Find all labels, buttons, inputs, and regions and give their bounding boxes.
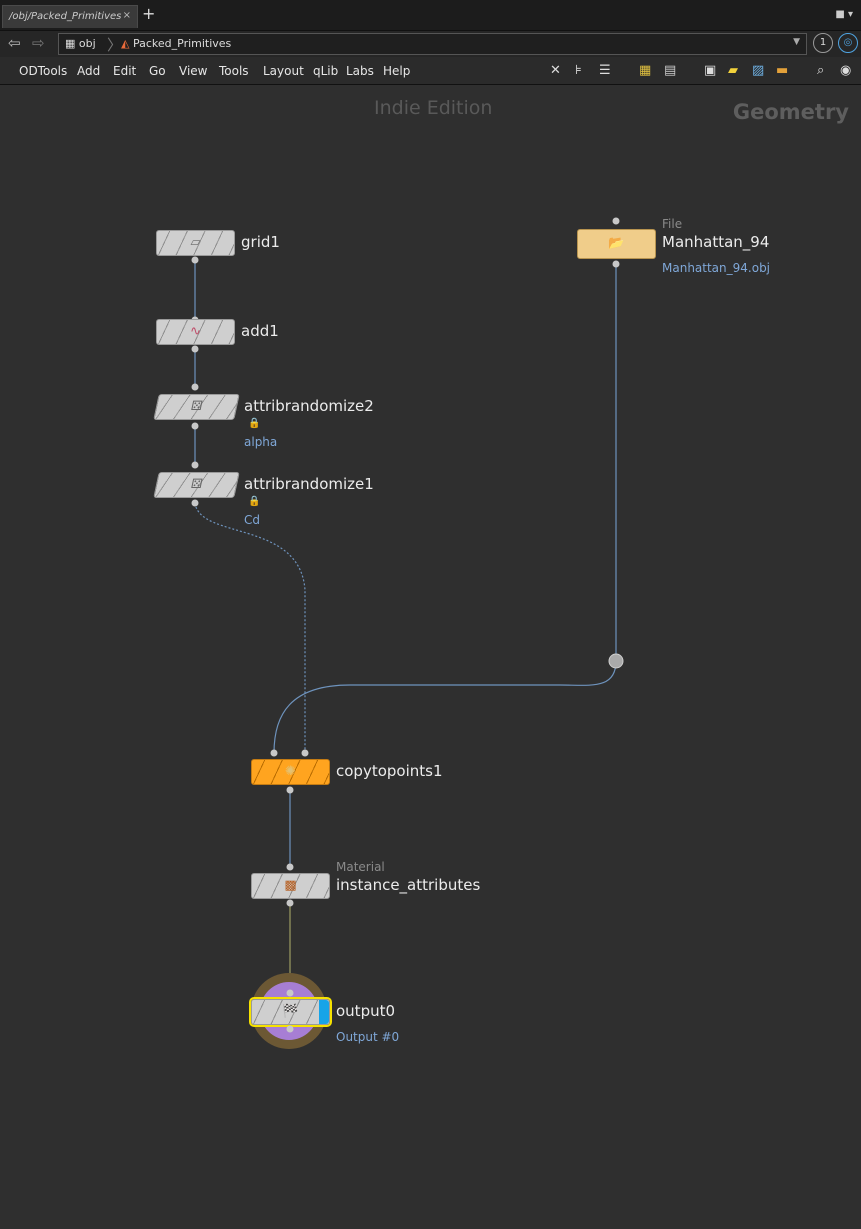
node-label: output0 — [336, 1002, 396, 1020]
node-output0[interactable]: 🏁 — [249, 997, 332, 1027]
display-flag[interactable] — [319, 1000, 329, 1024]
output-connector[interactable] — [191, 256, 199, 264]
wire-attribrandomize1-copytopoints1[interactable] — [194, 502, 306, 753]
node-attribrandomize2[interactable]: ⚄ — [153, 394, 240, 420]
node-comment: Output #0 — [336, 1030, 400, 1044]
list-view-icon[interactable]: ☰ — [599, 63, 611, 78]
output-connector[interactable] — [191, 422, 199, 430]
network-tab[interactable]: /obj/Packed_Primitives × — [2, 5, 138, 28]
node-label: instance_attributes — [336, 876, 481, 894]
output-connector[interactable] — [286, 899, 294, 907]
tab-bar: /obj/Packed_Primitives × + ■ ▾ — [0, 0, 861, 30]
node-comment: Cd — [244, 513, 260, 527]
randomize-icon: ⚄ — [189, 399, 204, 414]
input-connector[interactable] — [612, 217, 620, 225]
checkered-flag-icon: 🏁 — [282, 1004, 299, 1019]
edition-watermark: Indie Edition — [374, 97, 493, 119]
node-grid1[interactable]: ⏥ — [156, 230, 235, 256]
curve-icon: ∿ — [190, 324, 201, 339]
menu-qlib[interactable]: qLib — [313, 64, 339, 78]
menu-go[interactable]: Go — [149, 64, 166, 78]
wire-dot-copytopoints1[interactable] — [273, 660, 617, 754]
subnet-icon[interactable]: ▬ — [776, 63, 789, 78]
menu-tools[interactable]: Tools — [219, 64, 249, 78]
node-label: add1 — [241, 322, 279, 340]
tab-title: /obj/Packed_Primitives — [9, 11, 122, 22]
menu-add[interactable]: Add — [77, 64, 101, 78]
node-type-label: File — [662, 217, 683, 231]
breadcrumb-separator-icon: 〉 — [107, 36, 123, 54]
back-arrow-icon[interactable]: ⇦ — [8, 34, 21, 52]
node-type-label: Material — [336, 860, 385, 874]
breadcrumb-obj[interactable]: ▦ obj — [65, 37, 96, 50]
node-label: Manhattan_94 — [662, 233, 770, 251]
shape-palette-icon[interactable]: ▤ — [664, 63, 677, 78]
menu-help[interactable]: Help — [383, 64, 411, 78]
breadcrumb-current[interactable]: ◭ Packed_Primitives — [121, 37, 232, 50]
tree-view-icon[interactable]: ⊧ — [575, 63, 582, 78]
output-connector[interactable] — [191, 499, 199, 507]
image-icon[interactable]: ▨ — [752, 63, 765, 78]
node-label: copytopoints1 — [336, 762, 443, 780]
node-comment: Manhattan_94.obj — [662, 261, 771, 275]
color-palette-icon[interactable]: ▦ — [639, 63, 652, 78]
node-add1[interactable]: ∿ — [156, 319, 235, 345]
forward-arrow-icon[interactable]: ⇨ — [32, 34, 45, 52]
path-field[interactable]: ▦ obj 〉 ◭ Packed_Primitives ▼ — [58, 33, 807, 55]
pin-button[interactable]: 1 — [813, 33, 833, 53]
randomize-icon: ⚄ — [189, 477, 204, 492]
output-connector[interactable] — [191, 345, 199, 353]
input-connector[interactable] — [191, 461, 199, 469]
wire-dot[interactable] — [608, 653, 624, 669]
output-connector[interactable] — [612, 260, 620, 268]
menu-layout[interactable]: Layout — [263, 64, 304, 78]
node-label: grid1 — [241, 233, 280, 251]
input-connector[interactable] — [270, 749, 278, 757]
eye-icon[interactable]: ◉ — [840, 63, 852, 78]
add-tab-button[interactable]: + — [142, 4, 156, 23]
tools-icon[interactable]: ✕ — [550, 63, 561, 78]
lock-icon: 🔒 — [248, 418, 261, 429]
node-label: attribrandomize1 — [244, 475, 374, 493]
node-manhattan-94[interactable]: 📂 — [577, 229, 656, 259]
input-connector[interactable] — [191, 383, 199, 391]
menu-labs[interactable]: Labs — [346, 64, 374, 78]
material-icon: ▩ — [284, 878, 297, 893]
close-icon[interactable]: × — [122, 10, 131, 21]
menu-edit[interactable]: Edit — [113, 64, 137, 78]
node-comment: alpha — [244, 435, 278, 449]
search-icon[interactable]: ⌕ — [817, 63, 825, 78]
input-connector[interactable] — [301, 749, 309, 757]
copy-points-icon: ✺ — [285, 764, 296, 779]
node-instance-attributes[interactable]: ▩ — [251, 873, 330, 899]
path-bar: ⇦ ⇨ ▦ obj 〉 ◭ Packed_Primitives ▼ 1 ◎ — [0, 30, 861, 57]
network-context-label: Geometry — [732, 100, 849, 124]
folder-icon: 📂 — [608, 236, 625, 251]
pane-menu-icon[interactable]: ■ ▾ — [835, 9, 853, 20]
menu-odtools[interactable]: ODTools — [19, 64, 68, 78]
input-connector[interactable] — [286, 863, 294, 871]
grid-icon: ⏥ — [190, 235, 201, 250]
sticky-note-icon[interactable]: ▰ — [728, 63, 738, 78]
network-box-icon[interactable]: ▣ — [704, 63, 717, 78]
lock-icon: 🔒 — [248, 496, 261, 507]
link-icon[interactable]: ◎ — [838, 33, 858, 53]
menu-view[interactable]: View — [179, 64, 208, 78]
node-attribrandomize1[interactable]: ⚄ — [153, 472, 240, 498]
chevron-down-icon[interactable]: ▼ — [793, 37, 800, 47]
output-connector[interactable] — [286, 786, 294, 794]
node-label: attribrandomize2 — [244, 397, 374, 415]
node-copytopoints1[interactable]: ✺ — [251, 759, 330, 785]
menu-bar: ODTools Add Edit Go View Tools Layout qL… — [0, 57, 861, 85]
